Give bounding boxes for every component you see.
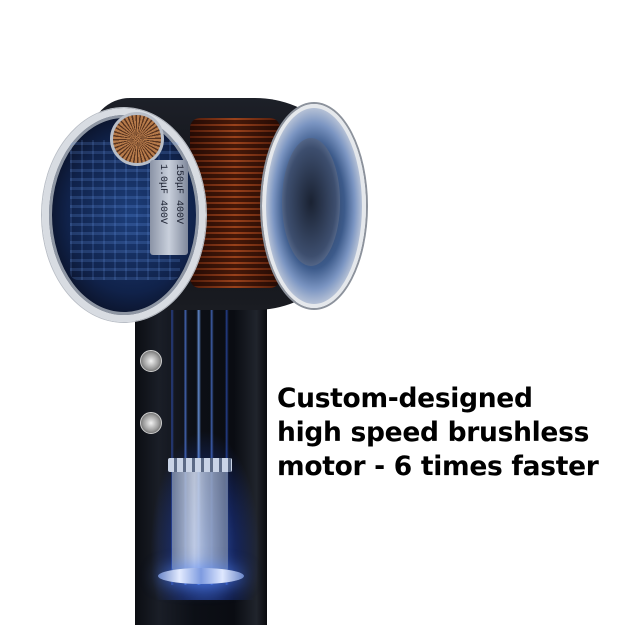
capacitor: [150, 160, 188, 255]
speed-button-icon: [140, 412, 162, 434]
inductor-coil: [110, 112, 164, 166]
capacitor-label-1: 150μF 400V: [173, 164, 184, 225]
power-button-icon: [140, 350, 162, 372]
caption-line-3: motor - 6 times faster: [277, 451, 599, 482]
caption-line-1: Custom-designed: [277, 383, 533, 414]
front-air-outlet: [282, 138, 340, 266]
feature-caption: Custom-designed high speed brushless mot…: [277, 382, 617, 484]
caption-line-2: high speed brushless: [277, 417, 590, 448]
motor-top-cap: [168, 458, 232, 472]
capacitor-label: 150μF 400V 1.0μF 400V: [152, 164, 186, 252]
capacitor-label-2: 1.0μF 400V: [157, 164, 168, 225]
brushless-motor: [172, 462, 228, 572]
impeller-fan: [158, 568, 244, 584]
